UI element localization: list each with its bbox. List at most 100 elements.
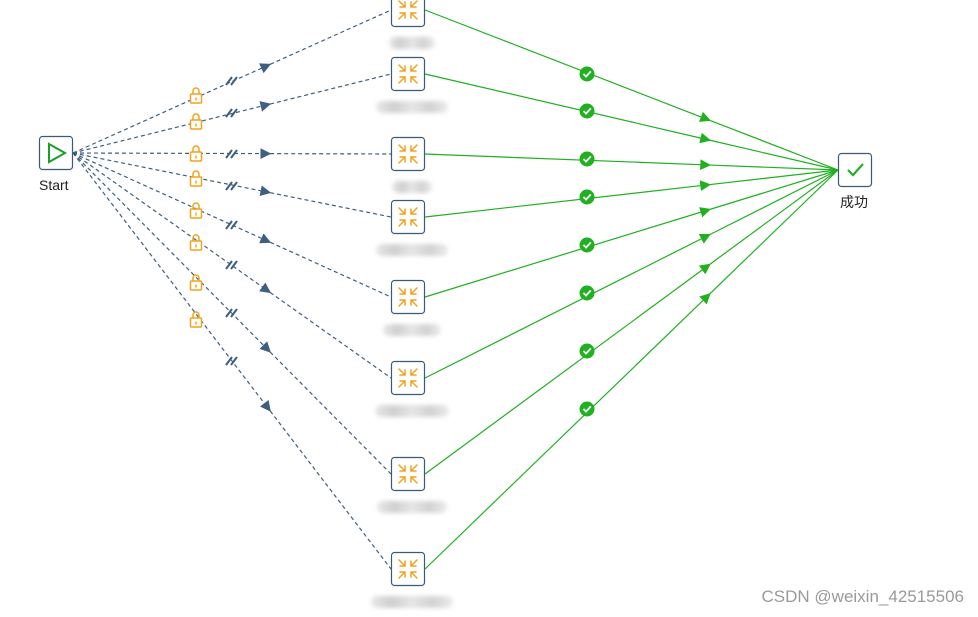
- dashed-hop-tail-1[interactable]: [269, 9, 392, 65]
- transform-arrows-icon: [398, 0, 418, 20]
- dashed-hop-2[interactable]: [72, 101, 272, 154]
- lock-icon: [189, 145, 203, 162]
- transform-arrow-stroke: [398, 0, 406, 8]
- dashed-hop-tail-7[interactable]: [269, 351, 392, 475]
- transform-node-1-frame: [390, 0, 426, 28]
- transform-label-redacted: [376, 244, 448, 256]
- transform-node-6[interactable]: [390, 360, 426, 396]
- transform-arrow-stroke: [410, 207, 418, 215]
- dashed-hop-7[interactable]: [72, 152, 271, 353]
- dashed-hop-3[interactable]: [72, 148, 272, 159]
- transform-node-1[interactable]: [390, 0, 426, 28]
- success-hop-tail-8[interactable]: [709, 169, 839, 295]
- success-check-mark: [582, 241, 592, 249]
- success-hop-6[interactable]: [424, 233, 711, 379]
- lock-icon: [189, 311, 203, 328]
- transform-arrow-stroke: [410, 287, 418, 295]
- dashed-hop-tail-5[interactable]: [269, 241, 392, 298]
- success-check-mark: [582, 193, 592, 201]
- success-hop-3[interactable]: [424, 153, 712, 171]
- lock-keyhole: [195, 180, 197, 184]
- lock-keyhole: [195, 212, 197, 216]
- transform-arrow-stroke: [410, 368, 418, 376]
- transform-arrow-stroke: [410, 219, 418, 227]
- dashed-hop-tail-8[interactable]: [269, 410, 392, 570]
- transform-arrow-stroke: [410, 299, 418, 307]
- parallel-stroke: [225, 181, 233, 191]
- transform-arrow-stroke: [410, 464, 418, 472]
- transform-node-7-frame: [390, 456, 426, 492]
- success-hop-tail-2[interactable]: [709, 139, 839, 171]
- transform-node-5[interactable]: [390, 279, 426, 315]
- transform-arrow-stroke: [398, 464, 406, 472]
- lock-shackle: [192, 113, 200, 120]
- success-check-icon: [579, 343, 595, 359]
- parallel-stroke: [230, 356, 238, 366]
- parallel-icon: [225, 308, 238, 318]
- dashed-hop-4[interactable]: [72, 152, 272, 197]
- parallel-stroke: [230, 76, 238, 86]
- parallel-icon: [225, 220, 238, 230]
- parallel-stroke: [230, 181, 238, 191]
- parallel-stroke: [225, 356, 233, 366]
- start-node[interactable]: [38, 135, 74, 171]
- transform-arrow-stroke: [410, 380, 418, 388]
- success-hop-2[interactable]: [424, 73, 712, 144]
- watermark: CSDN @weixin_42515506: [761, 587, 964, 606]
- success-hop-8[interactable]: [424, 292, 711, 570]
- lock-icon: [189, 113, 203, 130]
- success-hop-tail-5[interactable]: [709, 169, 839, 210]
- lock-shackle: [192, 170, 200, 177]
- lock-shackle: [192, 202, 200, 209]
- transform-label-redacted: [392, 181, 432, 193]
- dashed-hop-tail-6[interactable]: [269, 292, 392, 379]
- parallel-icon: [225, 260, 238, 270]
- dashed-hop-5[interactable]: [72, 152, 272, 244]
- transform-node-4[interactable]: [390, 199, 426, 235]
- success-check-icon: [579, 189, 595, 205]
- transform-node-8[interactable]: [390, 551, 426, 587]
- transform-arrows-icon: [398, 144, 418, 164]
- success-hop-tail-3[interactable]: [709, 164, 839, 171]
- success-hop-tail-6[interactable]: [709, 169, 839, 236]
- transform-node-3[interactable]: [390, 136, 426, 172]
- dashed-hop-6[interactable]: [72, 152, 272, 294]
- success-hop-5[interactable]: [424, 207, 712, 298]
- parallel-stroke: [230, 308, 238, 318]
- transform-node-2[interactable]: [390, 56, 426, 92]
- success-hop-1[interactable]: [424, 9, 711, 122]
- transform-arrow-stroke: [398, 219, 406, 227]
- transform-arrows-icon: [398, 559, 418, 579]
- lock-icon: [189, 87, 203, 104]
- success-check-circle: [579, 103, 595, 119]
- lock-shackle: [192, 311, 200, 318]
- transform-label-redacted: [389, 37, 435, 49]
- lock-keyhole: [195, 244, 197, 248]
- parallel-stroke: [225, 108, 233, 118]
- lock-icon: [189, 274, 203, 291]
- transform-arrow-stroke: [398, 299, 406, 307]
- end-node[interactable]: [837, 152, 873, 188]
- lock-keyhole: [195, 155, 197, 159]
- success-check-circle: [579, 189, 595, 205]
- success-hop-tail-4[interactable]: [709, 169, 839, 186]
- parallel-icon: [225, 108, 238, 118]
- dashed-hop-tail-2[interactable]: [270, 73, 392, 105]
- dashed-hop-8[interactable]: [72, 152, 271, 412]
- dashed-hop-1[interactable]: [72, 63, 272, 154]
- lock-shackle: [192, 87, 200, 94]
- transform-node-8-frame: [390, 551, 426, 587]
- start-node-frame: [38, 135, 74, 171]
- success-hop-4[interactable]: [424, 180, 712, 218]
- success-hop-tail-1[interactable]: [709, 119, 839, 171]
- transform-arrows-icon: [398, 464, 418, 484]
- dashed-hop-tail-4[interactable]: [270, 192, 392, 218]
- lock-icon: [189, 170, 203, 187]
- success-hop-tail-7[interactable]: [709, 169, 839, 265]
- transform-arrow-stroke: [410, 12, 418, 20]
- transform-node-7[interactable]: [390, 456, 426, 492]
- transform-node-6-frame: [390, 360, 426, 396]
- success-hop-7[interactable]: [424, 263, 711, 475]
- success-check-circle: [579, 237, 595, 253]
